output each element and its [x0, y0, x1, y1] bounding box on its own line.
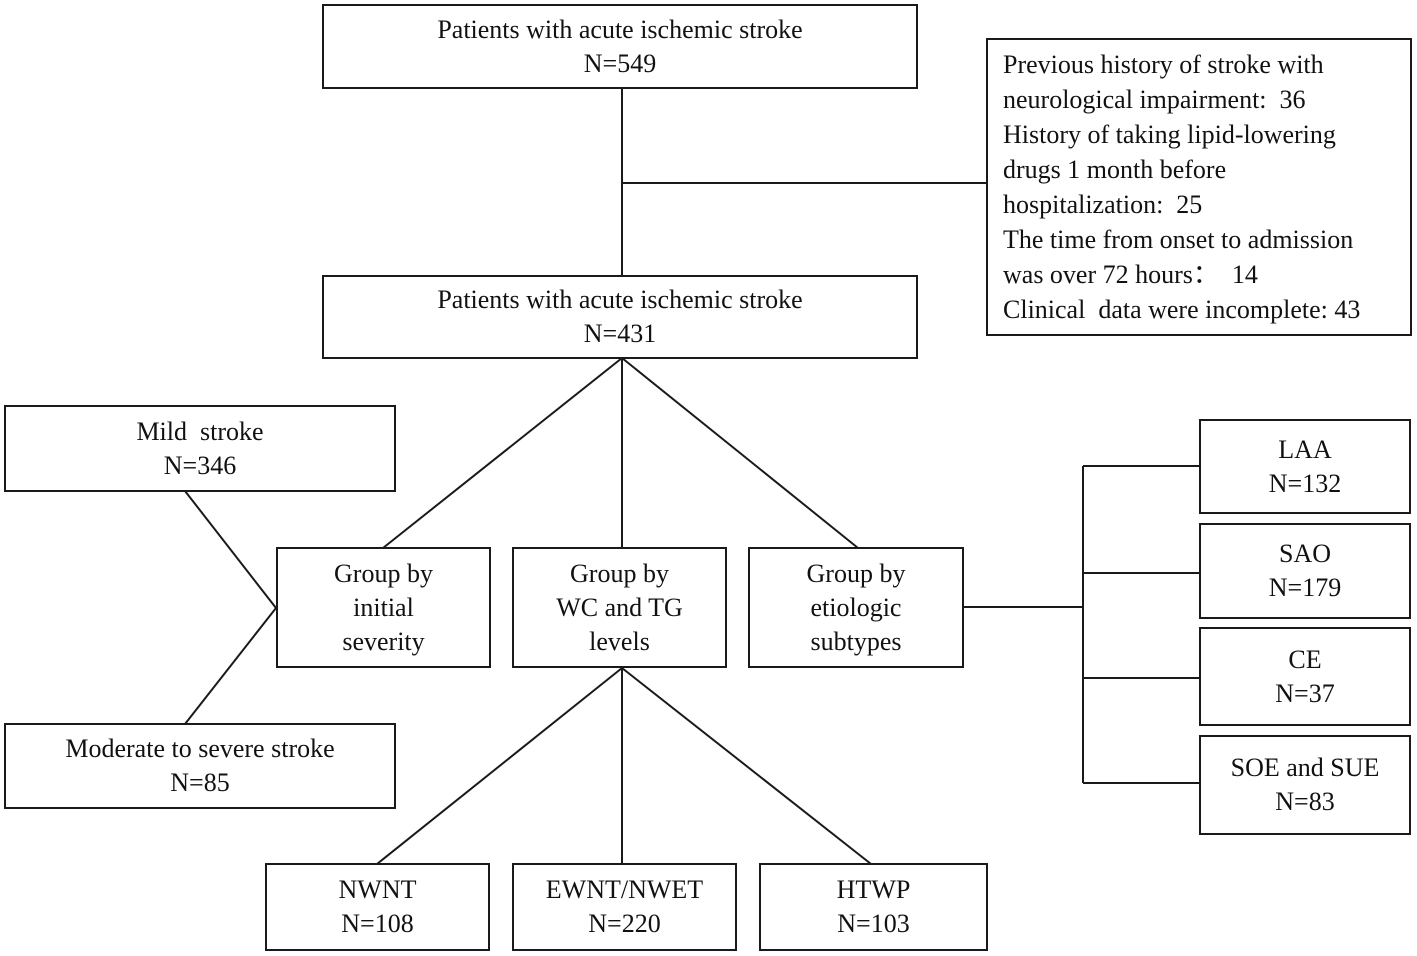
connector-to-severity: [382, 357, 623, 549]
nwnt-box: NWNT N=108: [265, 863, 490, 951]
ce-count: N=37: [1275, 678, 1335, 708]
group-wc-tg-line-2: WC and TG: [556, 592, 683, 622]
group-etiology-line-2: etiologic: [810, 592, 902, 622]
moderate-severe-label: Moderate to severe stroke: [65, 734, 335, 763]
ce-box: CE N=37: [1199, 627, 1411, 726]
laa-label: LAA: [1278, 434, 1332, 464]
ewnt-nwet-label: EWNT/NWET: [545, 875, 704, 904]
enrolled-count: N=549: [583, 48, 657, 78]
laa-count: N=132: [1268, 468, 1342, 498]
group-wc-tg-line-3: levels: [589, 626, 650, 656]
exclusion-line-5: hospitalization: 25: [1003, 190, 1203, 219]
group-severity-line-2: initial: [353, 592, 414, 622]
sao-box: SAO N=179: [1199, 523, 1411, 619]
htwp-count: N=103: [837, 909, 910, 938]
connector-to-etiology: [621, 357, 859, 549]
group-etiology-box: Group by etiologic subtypes: [748, 547, 964, 668]
htwp-box: HTWP N=103: [759, 863, 988, 951]
connector-to-nwnt: [376, 667, 623, 865]
soe-sue-label: SOE and SUE: [1230, 753, 1380, 782]
mild-stroke-count: N=346: [163, 450, 237, 480]
laa-box: LAA N=132: [1199, 419, 1411, 514]
mild-stroke-box: Mild stroke N=346: [4, 405, 396, 492]
group-wc-tg-box: Group by WC and TG levels: [512, 547, 727, 668]
soe-sue-box: SOE and SUE N=83: [1199, 735, 1411, 835]
exclusion-line-1: Previous history of stroke with: [1003, 50, 1324, 79]
exclusion-line-6: The time from onset to admission: [1003, 225, 1354, 254]
enrolled-box: Patients with acute ischemic stroke N=54…: [322, 4, 918, 89]
connector-to-moderate: [184, 607, 277, 725]
group-etiology-line-1: Group by: [806, 558, 906, 588]
htwp-label: HTWP: [836, 875, 911, 904]
soe-sue-count: N=83: [1275, 787, 1335, 816]
exclusion-line-7: was over 72 hours： 14: [1003, 260, 1258, 289]
nwnt-count: N=108: [341, 909, 414, 938]
sao-count: N=179: [1268, 573, 1342, 602]
moderate-severe-box: Moderate to severe stroke N=85: [4, 723, 396, 809]
group-wc-tg-line-1: Group by: [570, 558, 669, 588]
nwnt-label: NWNT: [338, 875, 417, 904]
included-title: Patients with acute ischemic stroke: [437, 285, 803, 314]
ce-label: CE: [1288, 644, 1322, 674]
group-etiology-line-3: subtypes: [810, 626, 902, 656]
exclusion-line-2: neurological impairment: 36: [1003, 85, 1306, 114]
ewnt-nwet-count: N=220: [588, 909, 661, 938]
group-severity-line-1: Group by: [334, 558, 433, 588]
connector-to-mild: [184, 490, 277, 609]
moderate-severe-count: N=85: [170, 768, 230, 797]
exclusion-line-4: drugs 1 month before: [1003, 155, 1227, 184]
exclusion-line-3: History of taking lipid-lowering: [1003, 120, 1336, 149]
sao-label: SAO: [1278, 539, 1331, 568]
included-box: Patients with acute ischemic stroke N=43…: [322, 275, 918, 359]
enrolled-title: Patients with acute ischemic stroke: [437, 14, 803, 44]
group-severity-line-3: severity: [342, 626, 425, 656]
group-severity-box: Group by initial severity: [276, 547, 491, 668]
exclusion-box: Previous history of stroke with neurolog…: [986, 38, 1412, 336]
exclusion-line-8: Clinical data were incomplete: 43: [1003, 295, 1361, 324]
connector-to-htwp: [621, 667, 872, 865]
included-count: N=431: [583, 319, 657, 348]
mild-stroke-label: Mild stroke: [136, 416, 264, 446]
ewnt-nwet-box: EWNT/NWET N=220: [512, 863, 737, 951]
